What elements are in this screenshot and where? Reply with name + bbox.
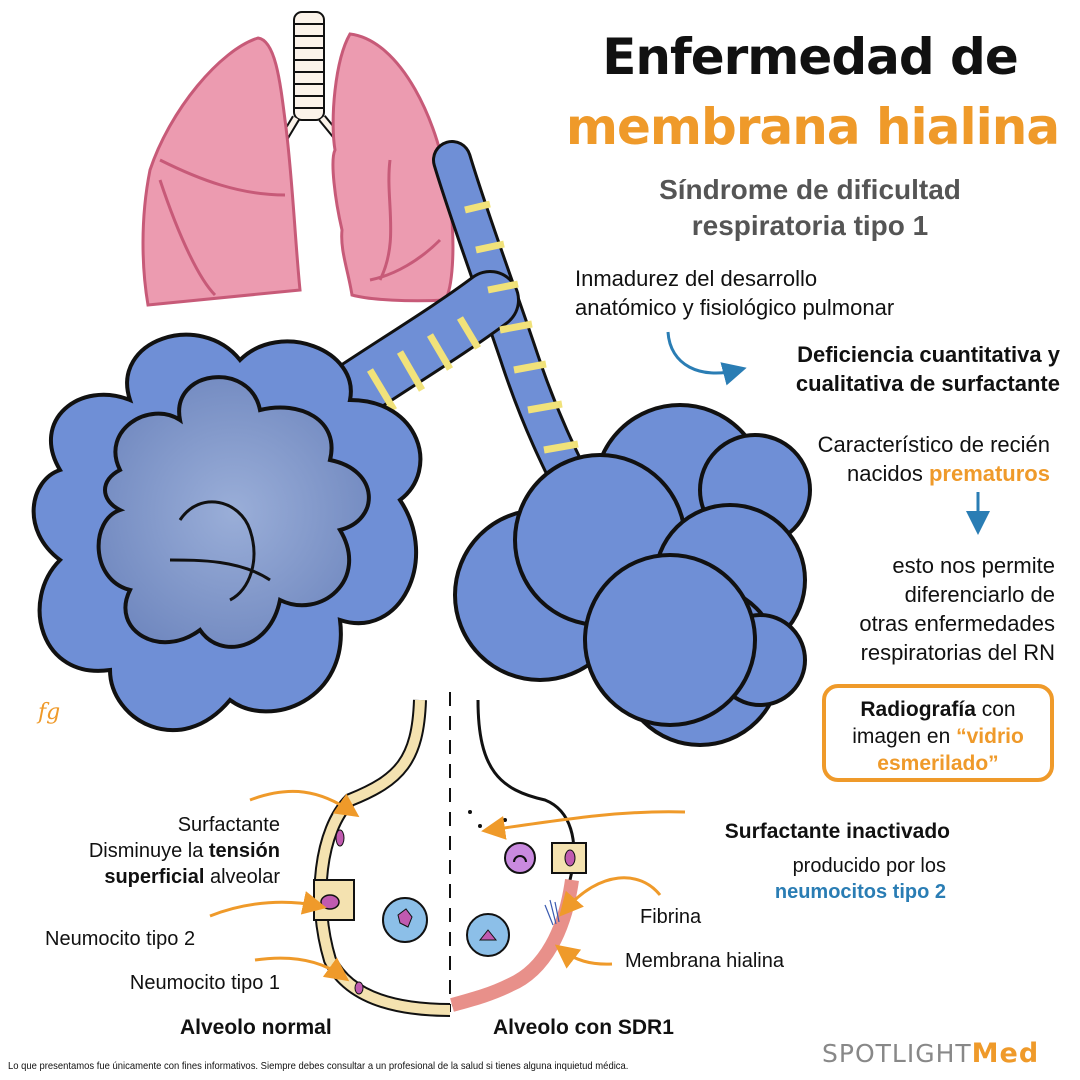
deficiencia-text: Deficiencia cuantitativa y cualitativa d… (700, 340, 1060, 398)
arrow-surfactante-inactivado (481, 810, 686, 840)
arrow-inmadurez-to-deficiencia (666, 331, 747, 386)
superficial-line: superficial alveolar (50, 864, 280, 890)
radiografia-line-1: Radiografía con (826, 696, 1050, 723)
artist-signature: fg (38, 700, 61, 725)
inmadurez-line-2: anatómico y fisiológico pulmonar (575, 295, 895, 320)
subtitle-line-1: Síndrome de dificultad (659, 174, 961, 205)
radiografia-bold: Radiografía (860, 698, 976, 721)
producido-line: producido por los (792, 855, 946, 877)
radiografia-line2-prefix: imagen en (852, 725, 957, 748)
neumocito-tipo-2-label: Neumocito tipo 2 (45, 928, 196, 950)
surfactante-title: Surfactante (177, 814, 280, 836)
healthy-alveoli (453, 403, 812, 747)
neumocito-tipo-1-label: Neumocito tipo 1 (129, 972, 280, 994)
spotlightmed-logo: SPOTLIGHTMed (822, 1038, 1039, 1069)
caracteristico-line-2: nacidos prematuros (760, 459, 1050, 488)
vidrio-highlight: “vidrio (956, 725, 1024, 748)
alveolo-sdr1-caption: Alveolo con SDR1 (493, 1016, 674, 1039)
collapsed-alveolus (31, 332, 423, 732)
surfactante-label: Surfactante Disminuye la tensión superfi… (50, 812, 280, 890)
prematuros-highlight: prematuros (928, 461, 1050, 486)
esto-line-2: diferenciarlo de (904, 582, 1055, 607)
superficial-bold: superficial (104, 866, 205, 888)
radiografia-line-2: imagen en “vidrio (826, 723, 1050, 750)
left-lung (141, 36, 302, 307)
arrow-fibrina (559, 876, 662, 917)
deficiencia-line-1: Deficiencia cuantitativa y (797, 342, 1060, 367)
caracteristico-prefix: nacidos (847, 461, 929, 486)
membrana-hialina-label: Membrana hialina (625, 950, 784, 972)
producido-label: producido por los neumocitos tipo 2 (700, 853, 946, 905)
caracteristico-text: Característico de recién nacidos prematu… (760, 430, 1050, 488)
bronchioles (310, 140, 600, 520)
subtitle: Síndrome de dificultad respiratoria tipo… (600, 172, 1020, 244)
alveolo-normal-caption: Alveolo normal (180, 1016, 332, 1039)
disminuye-line: Disminuye la tensión (50, 838, 280, 864)
radiografia-rest: con (975, 698, 1016, 721)
disminuye-prefix: Disminuye la (88, 840, 209, 862)
surfactante-inactivado-label: Surfactante inactivado (724, 820, 950, 843)
arrow-neumocito1 (254, 956, 350, 982)
logo-spotlight: SPOTLIGHT (822, 1039, 972, 1068)
superficial-rest: alveolar (204, 866, 280, 888)
deficiencia-line-2: cualitativa de surfactante (795, 371, 1060, 396)
differentiation-text: esto nos permite diferenciarlo de otras … (800, 551, 1055, 667)
fibrina-label: Fibrina (640, 906, 702, 928)
esto-line-3: otras enfermedades (859, 611, 1055, 636)
logo-med: Med (971, 1038, 1040, 1069)
neumocitos-tipo-2-highlight: neumocitos tipo 2 (774, 881, 946, 903)
esmerilado-highlight: esmerilado” (877, 752, 999, 775)
arrow-membrana (554, 944, 613, 969)
inmadurez-line-1: Inmadurez del desarrollo (575, 266, 818, 291)
radiografia-callout: Radiografía con imagen en “vidrio esmeri… (822, 684, 1054, 782)
subtitle-line-2: respiratoria tipo 1 (691, 210, 929, 241)
disclaimer: Lo que presentamos fue únicamente con fi… (8, 1060, 629, 1072)
arrow-neumocito2 (209, 891, 327, 918)
alveolus-cross-section (313, 692, 587, 1017)
label-arrows (209, 331, 990, 982)
esto-line-1: esto nos permite (892, 553, 1055, 578)
title-line-2: membrana hialina (565, 98, 1060, 156)
inmadurez-text: Inmadurez del desarrollo anatómico y fis… (575, 264, 995, 322)
tension-bold: tensión (208, 840, 280, 862)
arrow-surfactante (249, 789, 360, 818)
caracteristico-line-1: Característico de recién (817, 432, 1050, 457)
esto-line-4: respiratorias del RN (860, 640, 1055, 665)
title-line-1: Enfermedad de (602, 28, 1019, 86)
